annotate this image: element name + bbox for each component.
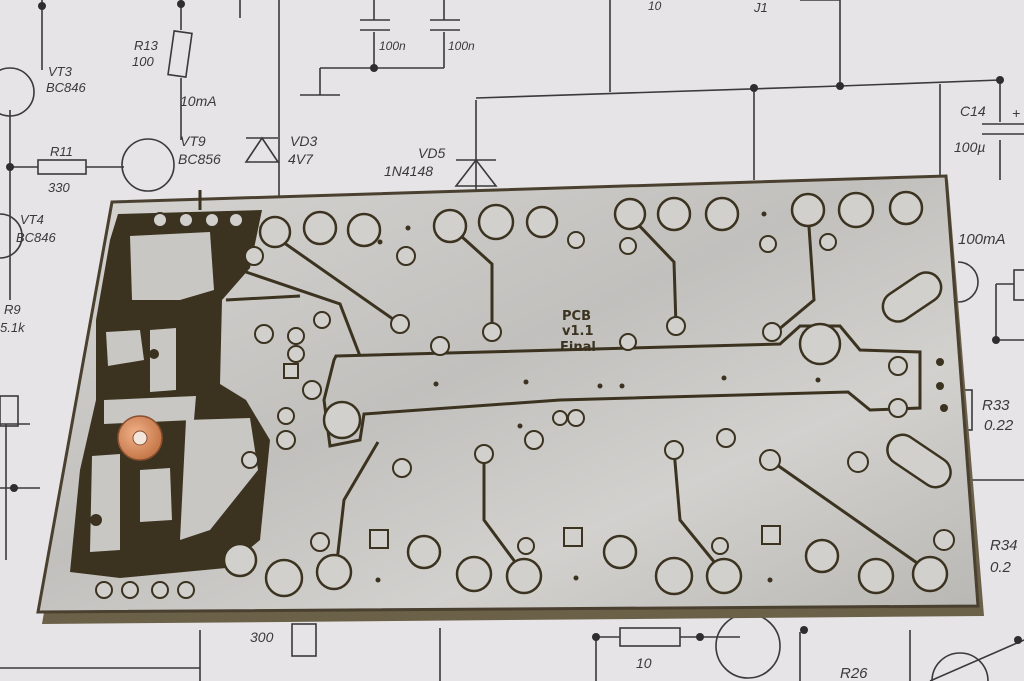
pcb-marking-line-2: v1.1 (562, 324, 594, 339)
pcb-pads-oval (881, 271, 952, 489)
label-vd5-type: 1N4148 (384, 163, 433, 179)
arc-right-symbol (957, 261, 979, 303)
label-cap-100n-1: 100n (379, 39, 406, 53)
pcb-surface (36, 174, 980, 614)
capacitor-c14-symbol (982, 123, 1024, 135)
pcb-board: PCB v1.1 Final (36, 174, 984, 624)
label-r34-value: 0.2 (990, 559, 1012, 576)
pcb-marking-line-1: PCB (562, 309, 591, 324)
label-r13-value: 100 (132, 54, 154, 69)
label-r26: R26 (840, 665, 868, 681)
label-bottom-10: 10 (636, 655, 652, 671)
resistor-bottom-300-symbol (291, 623, 317, 657)
resistor-r11-symbol (37, 159, 87, 175)
pcb-marking-line-3: Final (560, 340, 596, 355)
label-r33-value: 0.22 (984, 417, 1014, 434)
label-vt9-type: BC856 (178, 151, 221, 167)
schematic-components (0, 19, 1024, 681)
label-top-10: 10 (648, 0, 662, 13)
diode-vd3-symbol (244, 136, 280, 163)
label-vt4-type: BC846 (16, 230, 57, 245)
label-vd3: VD3 (290, 133, 317, 149)
schematic-junctions (6, 0, 1022, 644)
label-j1: J1 (753, 0, 768, 15)
capacitor-1-symbol (360, 19, 390, 31)
label-current-100ma: 100mA (958, 231, 1006, 248)
label-r33: R33 (982, 397, 1010, 414)
label-c14: C14 (960, 103, 986, 119)
label-c14-plus: + (1012, 105, 1020, 121)
label-r11-value: 330 (48, 180, 70, 195)
label-vd5: VD5 (418, 145, 445, 161)
diode-vd5-symbol (454, 158, 498, 187)
resistor-r9-symbol (0, 395, 19, 427)
label-r9: R9 (4, 302, 21, 317)
label-r34: R34 (990, 537, 1018, 554)
transistor-vt4-symbol (0, 213, 23, 259)
label-vt3: VT3 (48, 64, 73, 79)
resistor-r13-symbol (167, 30, 193, 78)
pcb-pads-small (95, 212, 955, 599)
pcb-islands (90, 232, 258, 552)
resistor-bottom-10-symbol (619, 627, 681, 647)
pcb-pads-large (222, 190, 949, 598)
label-r11: R11 (50, 144, 73, 159)
label-bottom-300: 300 (250, 629, 274, 645)
label-r13: R13 (134, 38, 159, 53)
label-r9-value: 5.1k (0, 320, 26, 335)
pcb-drill-holes (90, 211, 948, 583)
transistor-vt9-symbol (121, 138, 175, 192)
label-vt9: VT9 (180, 133, 206, 149)
label-vd3-value: 4V7 (288, 151, 314, 167)
label-cap-100n-2: 100n (448, 39, 475, 53)
label-c14-value: 100µ (954, 139, 985, 155)
label-current-10ma: 10mA (180, 93, 217, 109)
pcb-pads-square (283, 363, 781, 549)
label-vt3-type: BC846 (46, 80, 87, 95)
label-vt4: VT4 (20, 212, 44, 227)
resistor-r34-symbol (1013, 269, 1024, 301)
capacitor-2-symbol (430, 19, 460, 31)
transistor-bottom-right-symbol (931, 652, 989, 681)
transistor-vt3-symbol (0, 67, 35, 117)
pcb-copper-pad (117, 415, 163, 461)
pcb-marking: PCB v1.1 Final (560, 309, 596, 355)
